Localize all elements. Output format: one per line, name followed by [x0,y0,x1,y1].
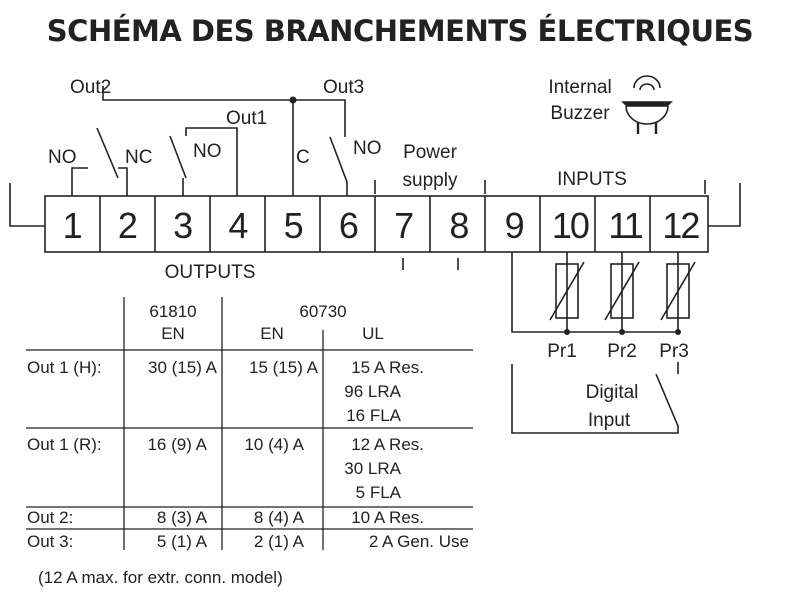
probe-pr1-label: Pr1 [547,341,577,362]
common-bus-wire [102,86,294,196]
terminal2-wire [118,167,128,196]
table-cell: 10 (4) A [244,435,304,454]
terminal-6: 6 [339,205,359,246]
out2-switch-blade [96,127,119,179]
terminal-dividers [99,196,651,252]
internal-buzzer-label-line1: Internal [548,77,611,98]
terminal-5: 5 [284,205,304,246]
table-row-label: Out 2: [27,508,73,527]
terminal1-wire [71,167,88,196]
digital-input-wire [511,364,679,434]
table-group-60730: 60730 [299,302,346,321]
pr2-junction-dot [619,329,625,335]
terminal-8: 8 [449,205,469,246]
table-sub-en-2: EN [260,324,284,343]
terminal-11: 11 [608,205,642,246]
terminal-3: 3 [173,205,193,246]
no-label-terminal-6: NO [353,138,382,159]
junction-dot [289,96,297,104]
table-cell: 30 LRA [344,459,401,478]
table-cell: 12 A Res. [351,435,424,454]
digital-input-label-line2: Input [588,410,631,431]
ratings-table: 61810 60730 EN EN UL Out 1 (H): 30 (15) … [26,297,473,587]
digital-input-label-line1: Digital [586,382,639,403]
table-cell: 16 FLA [346,406,401,425]
probe-pr3-label: Pr3 [659,341,689,362]
left-bracket [9,183,45,227]
table-cell: 8 (4) A [254,508,305,527]
terminal-block [44,195,709,253]
out2-label: Out2 [70,77,111,98]
c-label-terminal-5: C [296,147,310,168]
nc-label-terminal-2: NC [125,147,152,168]
internal-buzzer-label-line2: Buzzer [550,103,610,124]
probe-common-wire [511,252,678,333]
buzzer-icon [621,75,673,134]
terminal-2: 2 [118,205,138,246]
terminal-10: 10 [552,205,589,246]
probe-pr1-symbol [555,263,579,319]
terminal-1: 1 [63,205,83,246]
probe-pr2-symbol [610,263,634,319]
table-cell: 30 (15) A [148,358,218,377]
probe-pr2-label: Pr2 [607,341,637,362]
table-footnote: (12 A max. for extr. conn. model) [38,568,283,587]
no-label-terminal-3: NO [193,141,222,162]
table-row-label: Out 1 (R): [27,435,102,454]
power-supply-label-line1: Power [403,142,458,163]
out3-switch-blade [329,136,348,183]
table-sub-ul: UL [362,324,384,343]
inputs-label: INPUTS [557,169,627,190]
table-cell: 8 (3) A [157,508,208,527]
out1-switch-blade [169,135,187,179]
table-cell: 16 (9) A [147,435,207,454]
table-cell: 96 LRA [344,382,401,401]
terminal-4: 4 [228,205,248,246]
outputs-label: OUTPUTS [165,262,256,283]
pr1-junction-dot [564,329,570,335]
right-bracket [708,183,741,227]
table-cell: 10 A Res. [351,508,424,527]
table-cell: 15 A Res. [351,358,424,377]
out1-wire [185,127,238,196]
terminal-7: 7 [394,205,414,246]
out3-label: Out3 [323,77,364,98]
no-label-terminal-1: NO [48,147,77,168]
pr3-junction-dot [675,329,681,335]
digital-input-switch [655,373,679,427]
probe-pr3-symbol [666,263,690,319]
power-terminal-marks [402,258,459,270]
table-row-label: Out 1 (H): [27,358,102,377]
probe-diagonals [549,261,696,321]
terminal-12: 12 [662,205,699,246]
page-title: SCHÉMA DES BRANCHEMENTS ÉLECTRIQUES [46,14,754,48]
table-sub-en-1: EN [161,324,185,343]
table-cell: 5 FLA [356,483,402,502]
group-separators [374,180,706,194]
table-cell: 15 (15) A [249,358,319,377]
terminal-9: 9 [505,205,525,246]
table-cell: 5 (1) A [157,532,208,551]
table-row-label: Out 3: [27,532,73,551]
table-cell: 2 A Gen. Use [369,532,469,551]
power-supply-label-line2: supply [403,170,458,191]
table-group-61810: 61810 [149,302,196,321]
out1-label: Out1 [226,108,267,129]
out3-common-wire [292,99,346,137]
table-cell: 2 (1) A [254,532,305,551]
